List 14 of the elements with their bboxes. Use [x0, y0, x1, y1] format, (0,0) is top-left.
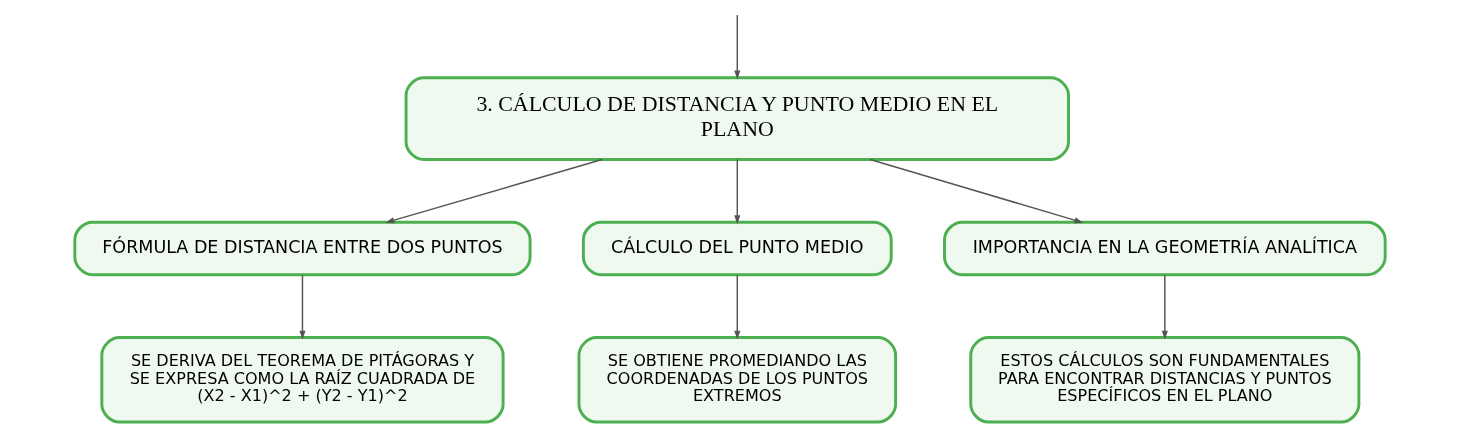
arrow [1161, 274, 1168, 340]
arrow [733, 158, 740, 225]
arrow [385, 158, 603, 224]
node-box: FÓRMULA DE DISTANCIA ENTRE DOS PUNTOS [72, 220, 532, 277]
node-box: 3. CÁLCULO DE DISTANCIA Y PUNTO MEDIO EN EL PLANO [404, 76, 1070, 161]
node-box: SE DERIVA DEL TEOREMA DE PITÁGORAS Y SE EXPRESA COMO LA RAÍZ CUADRADA DE (X2 - X1)^2 + (Y2 - Y1)^2 [99, 336, 505, 424]
arrow [298, 274, 306, 340]
arrow [869, 158, 1083, 224]
node-box: SE OBTIENE PROMEDIANDO LAS COORDENADAS DE LOS PUNTOS EXTREMOS [577, 336, 897, 424]
node-box: IMPORTANCIA EN LA GEOMETRÍA ANALÍTICA [942, 220, 1387, 277]
arrow [733, 14, 740, 80]
node-box: ESTOS CÁLCULOS SON FUNDAMENTALES PARA ENCONTRAR DISTANCIAS Y PUNTOS ESPECÍFICOS EN EL PLANO [968, 336, 1360, 424]
node-box: CÁLCULO DEL PUNTO MEDIO [581, 220, 893, 277]
arrow [733, 274, 740, 340]
